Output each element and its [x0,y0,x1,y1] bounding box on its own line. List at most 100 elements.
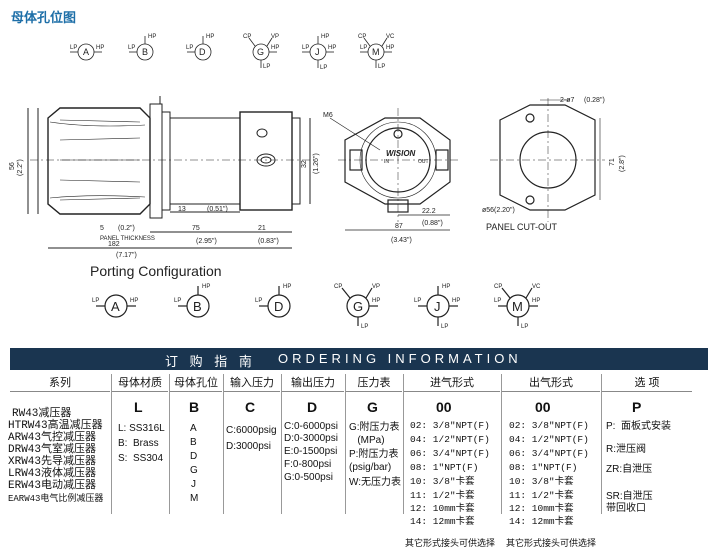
port-symbol-b-small: B LP HP [128,34,156,61]
svg-text:LP: LP [360,45,367,51]
page-heading: 母体孔位图 [11,10,77,25]
svg-text:WISION: WISION [386,149,416,158]
port-symbol-b-large: B LP HP [174,284,210,318]
svg-text:LP: LP [521,324,528,330]
ordering-header: 订 购 指 南 ORDERING INFORMATION [10,348,708,370]
porting-config-title: Porting Configuration [90,263,222,279]
svg-text:(3.43"): (3.43") [391,237,412,244]
svg-text:B: B [142,47,148,57]
svg-text:CP: CP [494,284,502,290]
svg-text:VP: VP [372,284,380,290]
material-item: B: Brass [118,438,159,449]
ordering-title-en: ORDERING INFORMATION [278,351,522,366]
svg-text:(7.17"): (7.17") [116,252,137,259]
column-header-material: 母体材质 [112,374,168,392]
svg-text:(0.88"): (0.88") [422,220,443,227]
svg-text:HP: HP [386,45,394,51]
outlet-item: 02: 3/8"NPT(F) [509,420,589,431]
list-item: EARW43电气比例减压器 [8,494,104,504]
svg-text:M6: M6 [323,112,333,119]
svg-text:LP: LP [174,298,181,304]
svg-text:CP: CP [243,34,251,40]
column-header-outlet: 出气形式 [502,374,600,392]
port-symbol-j-large: J LP HP HP LP [414,284,460,330]
list-item: LRW43液体减压器 [8,468,97,480]
column-header-input-pressure: 输入压力 [224,374,280,392]
inlet-item: 11: 1/2"卡套 [410,490,475,501]
input-pressure-item: C:6000psig [226,425,277,436]
inlet-item: 06: 3/4"NPT(F) [410,448,490,459]
svg-text:LP: LP [494,298,501,304]
material-item: L: SS316L [118,423,165,434]
svg-text:(1.26"): (1.26") [313,153,320,174]
footnote-inlet: 其它形式接头可供选择 [405,538,496,548]
svg-text:CP: CP [358,34,366,40]
code-port-position: B [189,399,200,415]
svg-text:LP: LP [361,324,368,330]
svg-text:(0.28"): (0.28") [584,97,605,104]
svg-text:LP: LP [255,298,262,304]
svg-text:HP: HP [283,284,291,290]
svg-text:IN: IN [384,159,389,165]
gauge-item: (MPa) [349,435,385,446]
outlet-item: 12: 10mm卡套 [509,503,574,514]
svg-text:D: D [199,47,206,57]
svg-text:2-ø7: 2-ø7 [560,97,575,104]
svg-text:M: M [512,299,523,314]
gauge-item: W:无压力表 [349,477,402,488]
svg-text:B: B [193,299,202,314]
code-outlet: 00 [535,399,551,415]
svg-text:HP: HP [271,45,279,51]
inlet-item: 04: 1/2"NPT(F) [410,434,490,445]
panel-cutout-view [490,98,605,222]
svg-text:LP: LP [128,45,135,51]
svg-text:ø56: ø56 [482,207,494,214]
output-pressure-item: C:0-6000psi [284,421,338,432]
svg-text:HP: HP [96,45,104,51]
inlet-item: 02: 3/8"NPT(F) [410,420,490,431]
svg-text:LP: LP [320,65,327,71]
svg-text:22.2: 22.2 [422,208,436,215]
port-position-item: M [190,493,199,504]
svg-text:LP: LP [414,298,421,304]
svg-text:(2.20"): (2.20") [494,207,515,214]
column-header-series: 系列 [10,374,110,392]
column-header-options: 选 项 [602,374,692,392]
port-symbol-m-large: M CP VC LP HP LP [494,284,541,330]
svg-text:75: 75 [192,225,200,232]
svg-text:J: J [315,47,320,57]
column-header-port-position: 母体孔位 [170,374,222,392]
svg-text:CP: CP [334,284,342,290]
svg-text:(2.8"): (2.8") [619,155,626,172]
list-item: XRW43先导减压器 [8,456,97,468]
svg-text:32: 32 [301,160,308,168]
outlet-item: 04: 1/2"NPT(F) [509,434,589,445]
option-item: 带回收口 [606,503,646,514]
svg-text:VP: VP [271,34,279,40]
gauge-item: P:附压力表 [349,449,399,460]
svg-text:87: 87 [395,223,403,230]
port-a-letter: A [83,47,89,57]
code-gauge: G [367,399,378,415]
column-header-gauge: 压力表 [346,374,402,392]
svg-text:HP: HP [532,298,540,304]
inlet-item: 10: 3/8"卡套 [410,476,475,487]
input-pressure-item: D:3000psi [226,441,272,452]
list-item: ARW43气控减压器 [8,432,97,444]
svg-text:(0.51"): (0.51") [207,206,228,213]
gauge-item: (psig/bar) [349,462,392,473]
port-symbol-j-small: J LP HP HP LP [302,34,336,71]
svg-text:D: D [274,299,283,314]
column-header-output-pressure: 输出压力 [282,374,344,392]
port-symbol-d-small: D LP HP [186,34,214,61]
port-symbol-g-small: G CP VP HP LP [243,34,279,70]
code-options: P [632,399,642,415]
material-item: S: SS304 [118,453,164,464]
svg-text:VC: VC [386,34,395,40]
footnote-outlet: 其它形式接头可供选择 [506,538,597,548]
port-position-item: G [190,465,198,476]
svg-text:PANEL THICKNESS: PANEL THICKNESS [100,236,155,242]
svg-text:LP: LP [186,45,193,51]
output-pressure-item: G:0-500psi [284,472,333,483]
port-position-item: B [190,437,197,448]
